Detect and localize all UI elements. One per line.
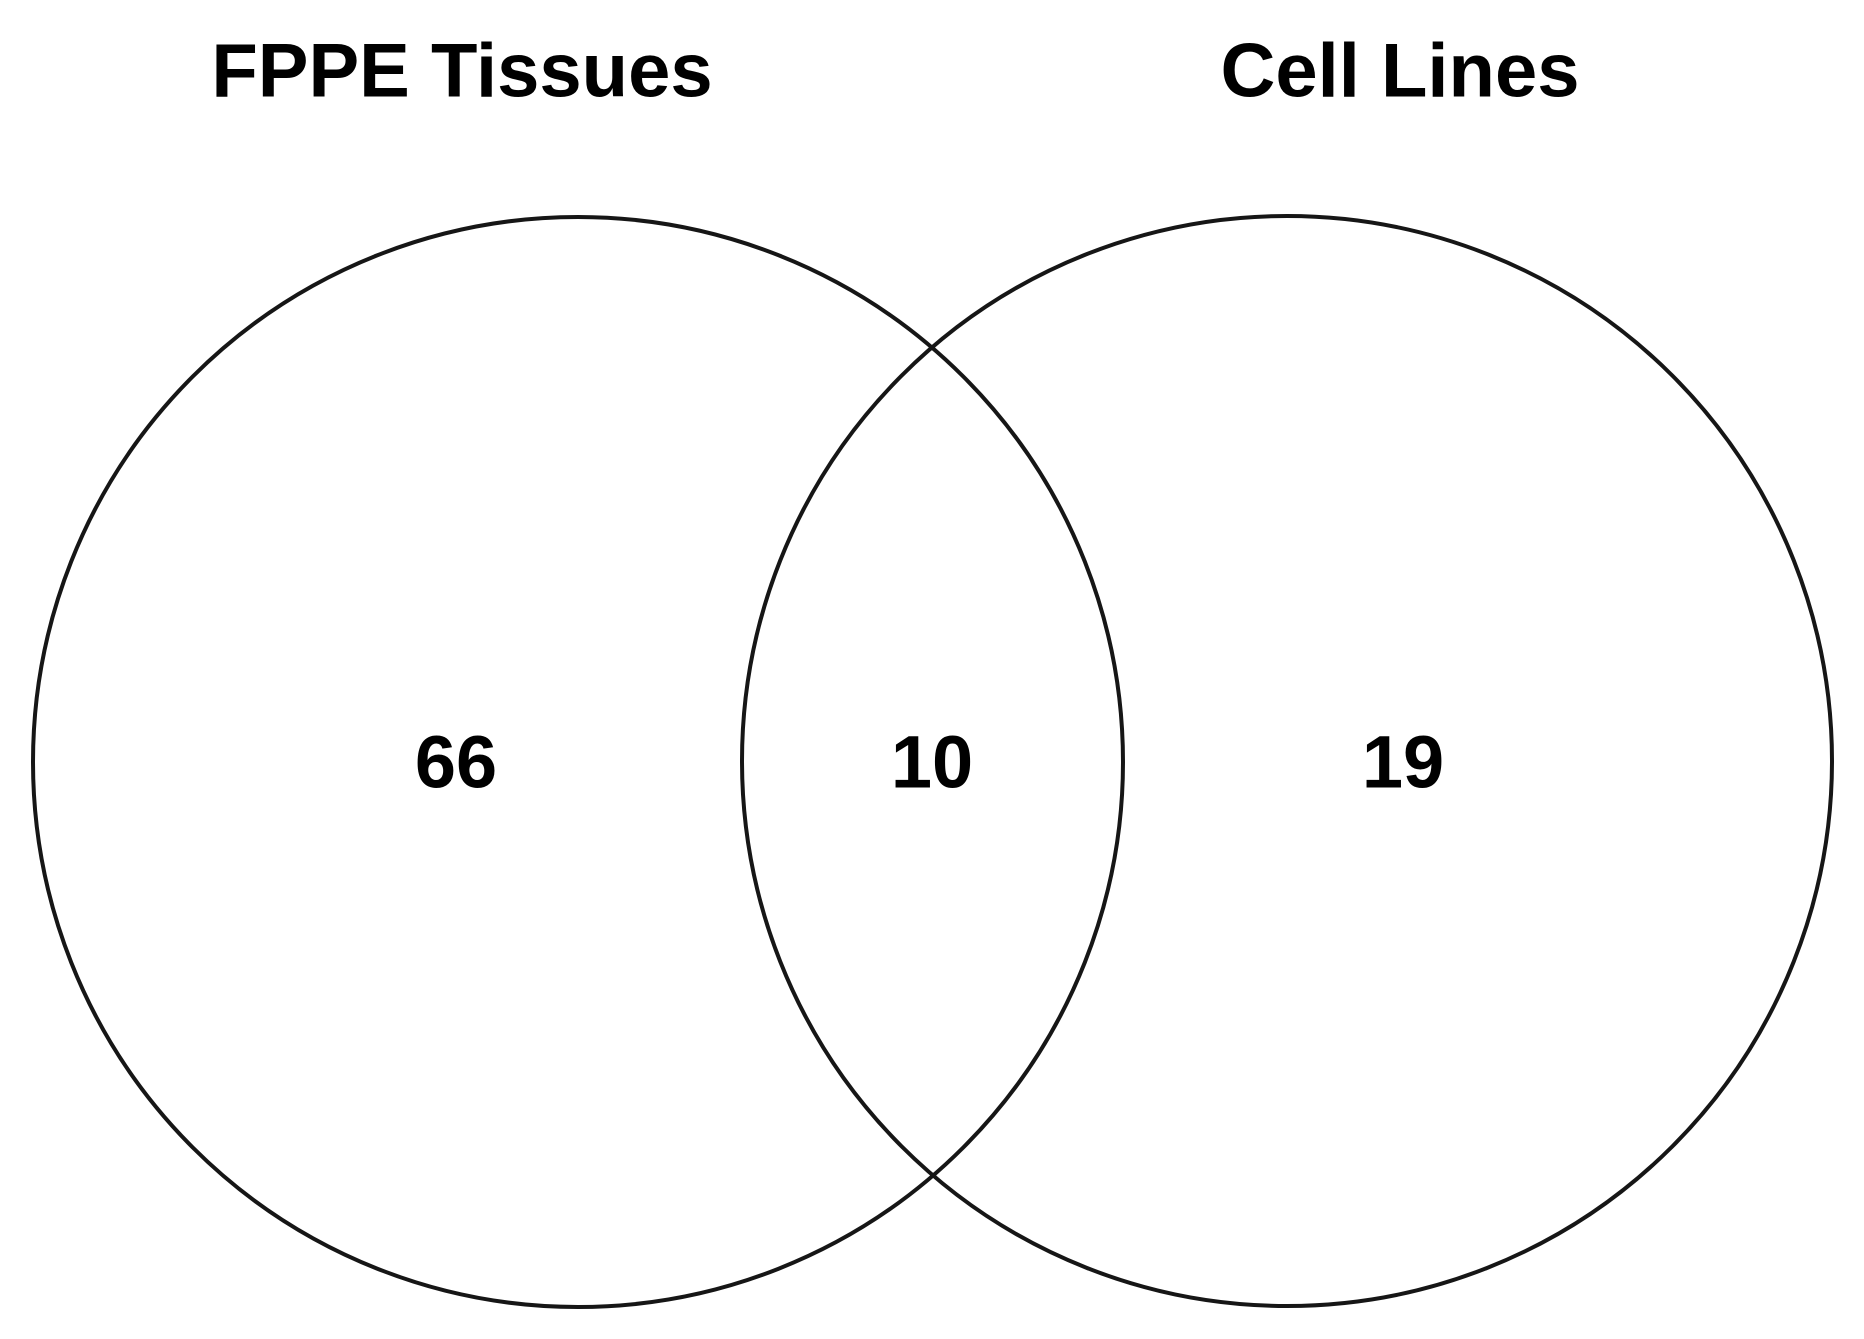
left-circle-outline bbox=[31, 215, 1125, 1309]
right-set-count: 19 bbox=[1361, 720, 1445, 804]
right-set-title: Cell Lines bbox=[1220, 28, 1580, 114]
left-set-count: 66 bbox=[414, 720, 498, 804]
overlap-count: 10 bbox=[890, 720, 974, 804]
right-circle-outline bbox=[740, 214, 1834, 1308]
left-set-title: FPPE Tissues bbox=[211, 28, 713, 114]
